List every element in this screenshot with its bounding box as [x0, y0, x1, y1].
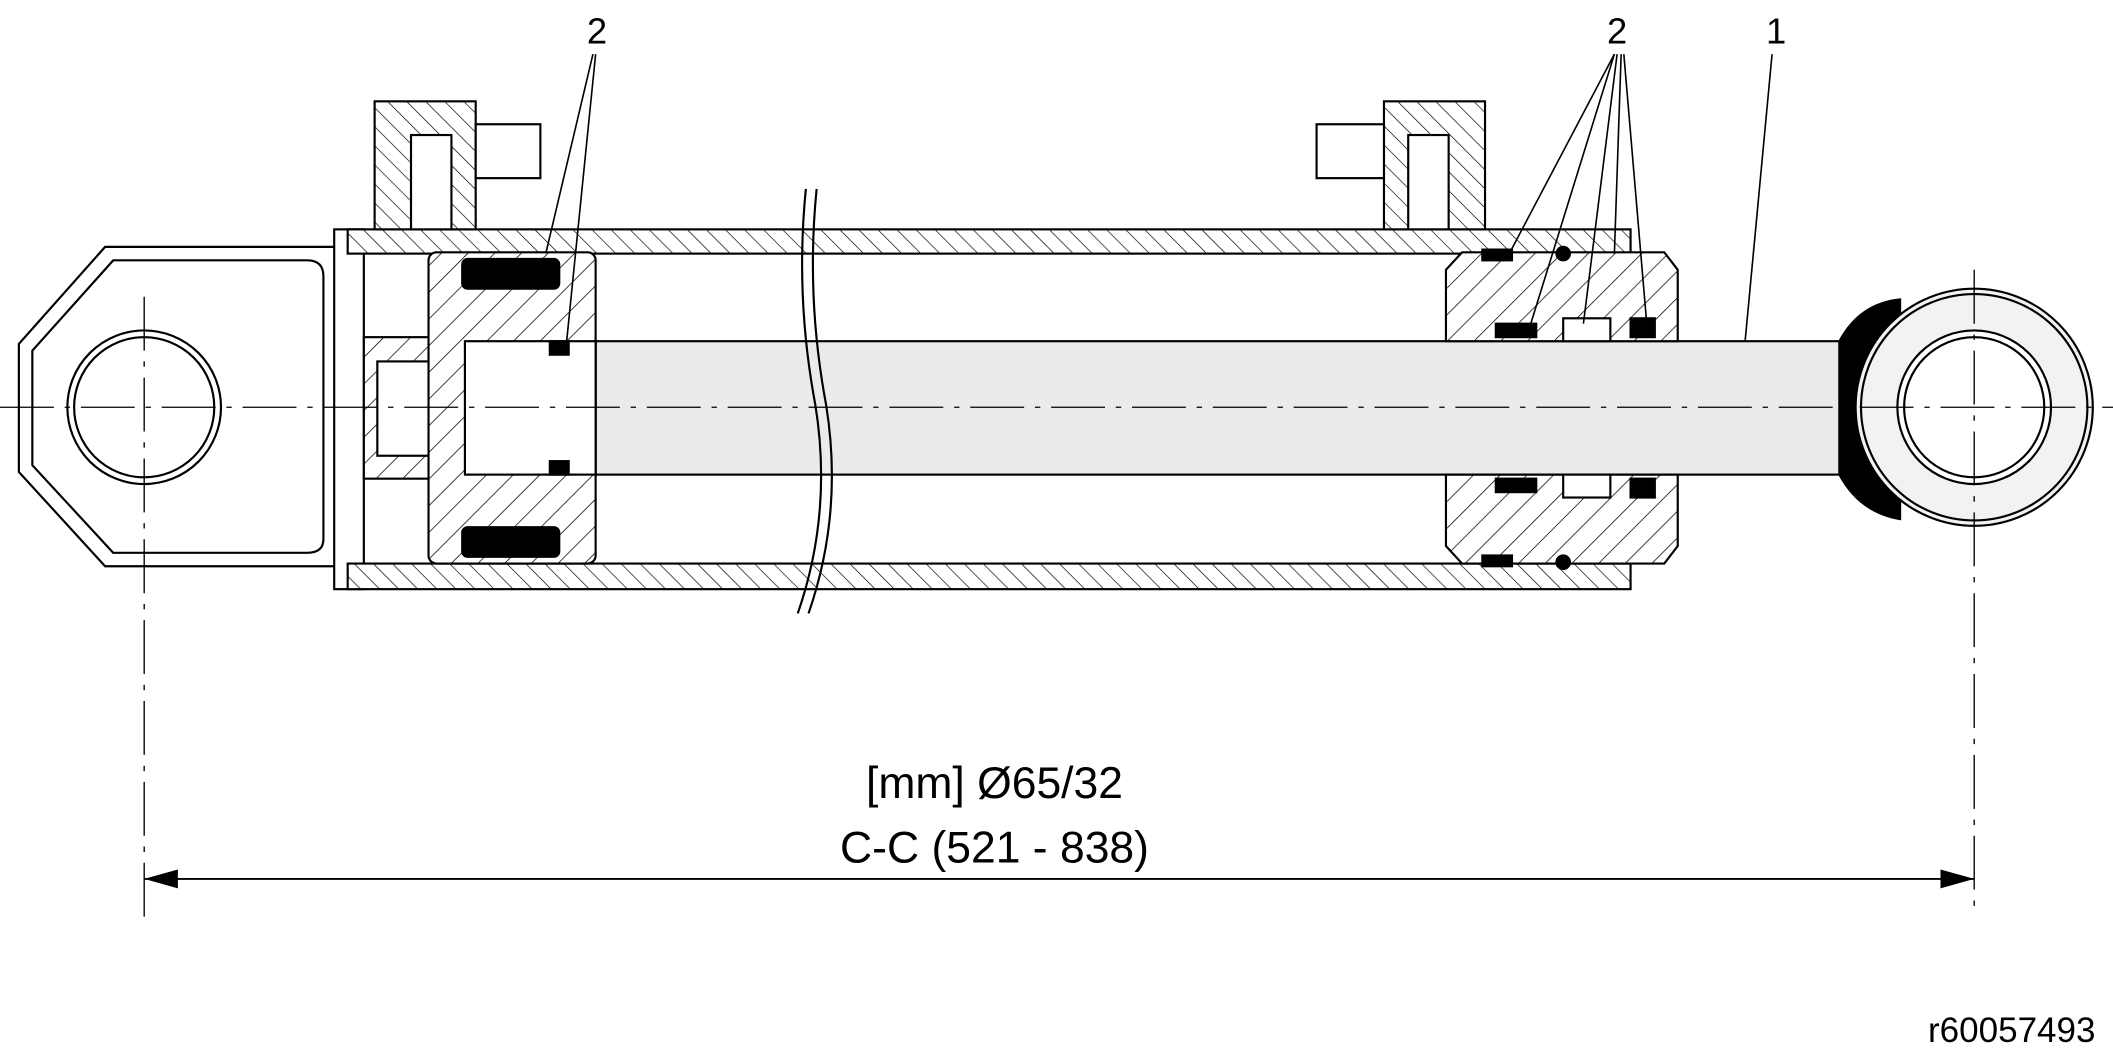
callout-seal-left: 2	[587, 10, 607, 51]
leader-lines	[544, 53, 1773, 349]
end-cap	[333, 228, 365, 591]
dimension-bore-rod: [mm] Ø65/32	[866, 759, 1123, 808]
callout-seal-right: 2	[1607, 10, 1627, 51]
callout-rod: 1	[1766, 10, 1786, 51]
gland	[1444, 245, 1679, 571]
left-port	[373, 100, 542, 231]
dimension-line	[144, 869, 1975, 889]
break-line	[796, 188, 823, 614]
dimension-center-to-center: C-C (521 - 838)	[840, 824, 1149, 873]
barrel-top-wall	[346, 228, 1632, 255]
right-port	[1315, 100, 1487, 231]
reference-code: r60057493	[1928, 1011, 2095, 1050]
barrel-bottom-wall	[346, 562, 1632, 591]
